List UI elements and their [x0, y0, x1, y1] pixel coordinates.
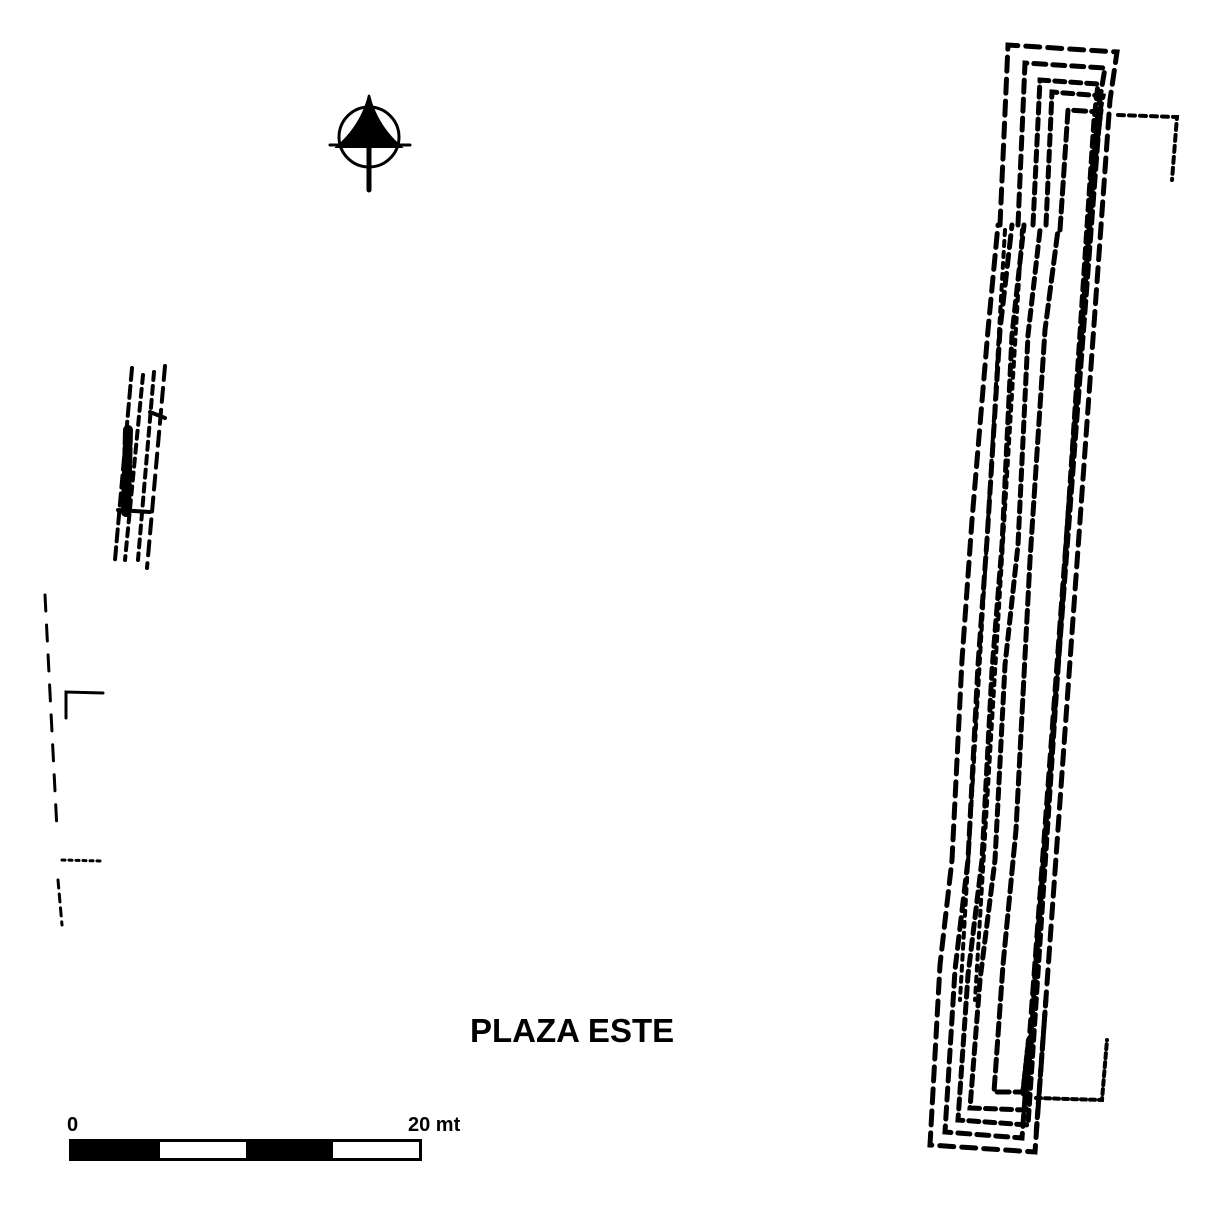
long-structure [927, 42, 1180, 1155]
area-label: PLAZA ESTE [470, 1012, 675, 1049]
north-arrow-icon [328, 94, 412, 193]
scale-bar [69, 1139, 422, 1161]
left-edge-fragments [43, 593, 105, 927]
scale-start-label: 0 [67, 1114, 79, 1136]
scale-end-label: 20 mt [408, 1114, 461, 1136]
west-wall-fragment [113, 364, 167, 570]
